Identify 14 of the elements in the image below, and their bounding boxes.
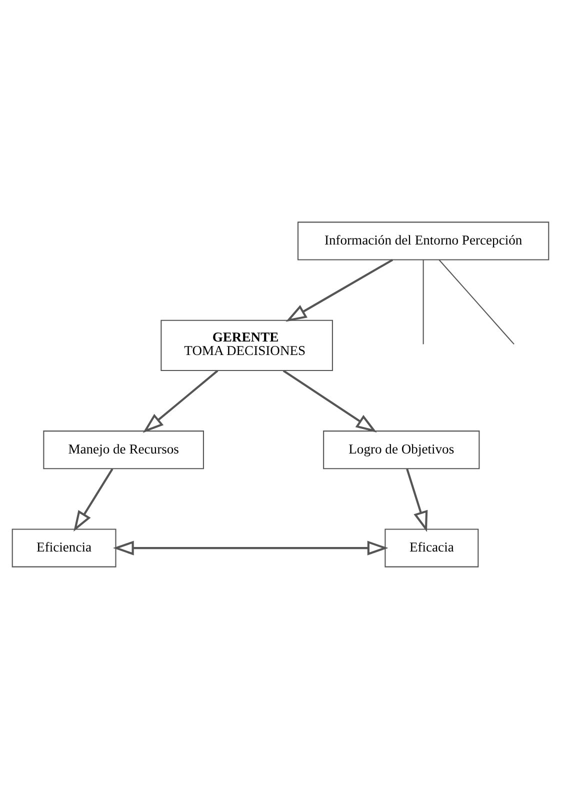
connector — [422, 259, 424, 344]
node-box: Logro de Objetivos — [323, 430, 480, 469]
arrow — [112, 540, 388, 555]
arrow — [406, 468, 428, 532]
node-box: Eficiencia — [12, 528, 116, 567]
node-box: Eficacia — [384, 528, 479, 567]
arrow — [142, 369, 218, 432]
node-box: GERENTE TOMA DECISIONES — [160, 319, 333, 370]
connector — [438, 259, 514, 344]
arrow — [286, 258, 394, 322]
node-box: Manejo de Recursos — [43, 430, 204, 469]
arrow — [282, 369, 377, 432]
node-box: Información del Entorno Percepción — [297, 221, 550, 260]
arrow — [74, 468, 114, 532]
